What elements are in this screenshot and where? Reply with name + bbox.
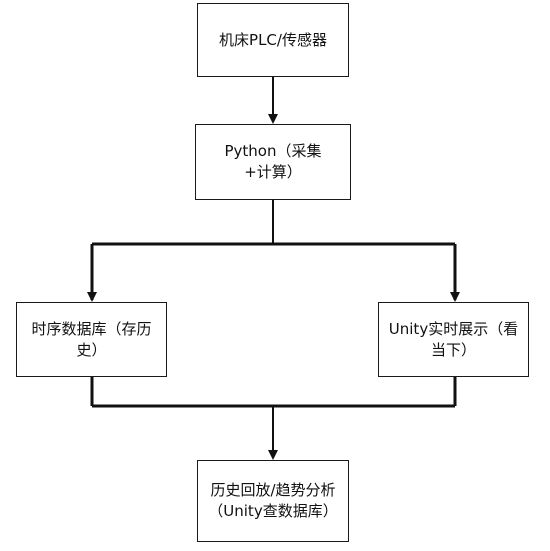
node-unity-realtime-label: Unity实时展示（看当下） — [388, 319, 519, 359]
node-time-series-db-label: 时序数据库（存历史） — [31, 319, 152, 359]
node-history-playback-label: 历史回放/趋势分析（Unity查数据库） — [208, 481, 338, 520]
node-unity-realtime: Unity实时展示（看当下） — [378, 302, 529, 377]
node-history-playback: 历史回放/趋势分析（Unity查数据库） — [197, 460, 349, 542]
node-plc-sensor: 机床PLC/传感器 — [197, 3, 349, 77]
node-plc-sensor-label: 机床PLC/传感器 — [219, 30, 327, 49]
node-python-label: Python（采集+计算） — [224, 142, 322, 181]
node-python: Python（采集+计算） — [195, 124, 351, 200]
node-time-series-db: 时序数据库（存历史） — [16, 302, 167, 377]
